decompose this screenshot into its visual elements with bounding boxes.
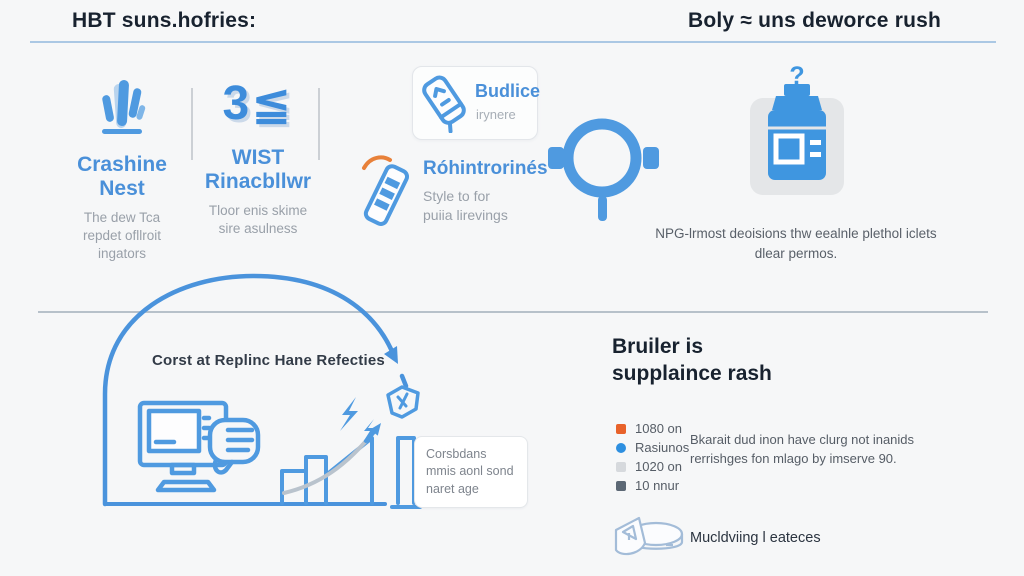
legend-item: Rasiunos — [616, 440, 689, 455]
budlice-card: Budlice irynere — [412, 66, 541, 140]
badge-subtitle: Style to for puiia lirevings — [423, 188, 508, 223]
rising-bars-icon — [280, 385, 422, 509]
legend-item: 10 nnur — [616, 478, 689, 493]
badge2-block: Róhintrorinés Style to for puiia lirevin… — [423, 158, 548, 225]
legend-swatch — [616, 423, 626, 434]
column-divider — [318, 88, 320, 160]
badge-subtitle: irynere — [476, 107, 516, 122]
column-title: WIST Rinacbllwr — [204, 146, 312, 193]
disc-tag-icon — [614, 516, 684, 556]
legend-swatch — [616, 461, 626, 472]
header-left-title: HBT suns.hofries: — [72, 9, 257, 32]
jar-block: ? — [750, 64, 844, 195]
header-right-title: Boly ≈ uns deworce rush — [688, 9, 942, 32]
section-heading: Bruiler is supplaince rash — [612, 335, 772, 386]
legend-paragraph: Bkarait dud inon have clurg not inanids … — [690, 432, 915, 466]
ticket-icon — [362, 155, 410, 226]
section-divider — [38, 311, 988, 313]
legend-item: 1080 on — [616, 421, 689, 436]
legend-swatch — [616, 480, 626, 491]
legend: 1080 on Rasiunos 1020 on 10 nnur — [616, 421, 689, 497]
legend-item: 1020 on — [616, 459, 689, 474]
stat-column-crashine: Crashine Nest The dew Tca repdet ofllroi… — [52, 74, 192, 262]
monitor-thumbs-down-icon — [137, 400, 261, 493]
note-card: Corsbdans mmis aonl sond naret age — [414, 436, 528, 508]
badge-title: Róhintrorinés — [423, 158, 548, 179]
jar-caption: NPG-lrmost deoisions thw eealnle plethol… — [655, 226, 937, 262]
badge-title: Budlice — [475, 81, 541, 101]
ring-target-icon — [548, 118, 659, 221]
stat-column-wist: 3≦ WIST Rinacbllwr Tloor enis skime sire… — [202, 80, 314, 238]
header-divider — [30, 41, 996, 43]
column-body: Tloor enis skime sire asulness — [208, 203, 308, 236]
column-title: Crashine Nest — [77, 153, 167, 200]
column-body: The dew Tca repdet ofllroit ingators — [82, 210, 162, 261]
medicine-jar-icon — [768, 84, 826, 180]
stat-number: 3≦ — [222, 77, 294, 130]
footer-label: Mucldviing l eateces — [690, 530, 821, 546]
arc-label: Corst at Replinc Hane Refecties — [152, 352, 385, 369]
cactus-icon — [102, 80, 146, 134]
legend-swatch — [616, 442, 626, 453]
jar-background — [750, 84, 844, 195]
question-mark: ? — [789, 62, 805, 90]
column-divider — [191, 88, 193, 160]
dome-arrow-icon — [102, 273, 409, 507]
vaccine-badge-icon — [422, 75, 466, 133]
